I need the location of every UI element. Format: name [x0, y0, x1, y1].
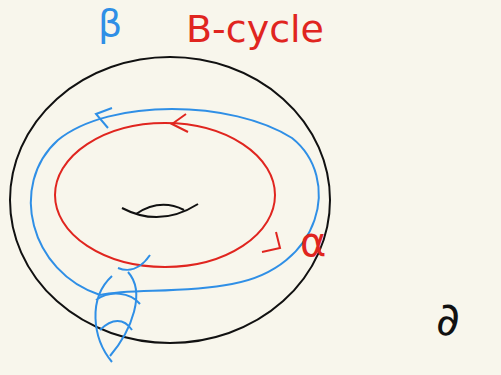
- beta-cycle-loop: [95, 272, 140, 362]
- cycle-symbol: α: [300, 222, 326, 262]
- cycle-symbol: β: [98, 4, 122, 42]
- arrowhead: [172, 114, 188, 132]
- cycle-title: B-cycle: [186, 10, 324, 48]
- beta-cycle: [31, 109, 319, 295]
- beta-cycle: [118, 255, 150, 270]
- torus-hole: [136, 205, 184, 214]
- arrowhead: [262, 232, 280, 252]
- alpha-cycle: [55, 123, 275, 267]
- arrowhead: [96, 108, 112, 128]
- torus-hole: [122, 204, 198, 217]
- torus-outline: [10, 57, 330, 343]
- boundary-symbol: ∂: [436, 296, 460, 342]
